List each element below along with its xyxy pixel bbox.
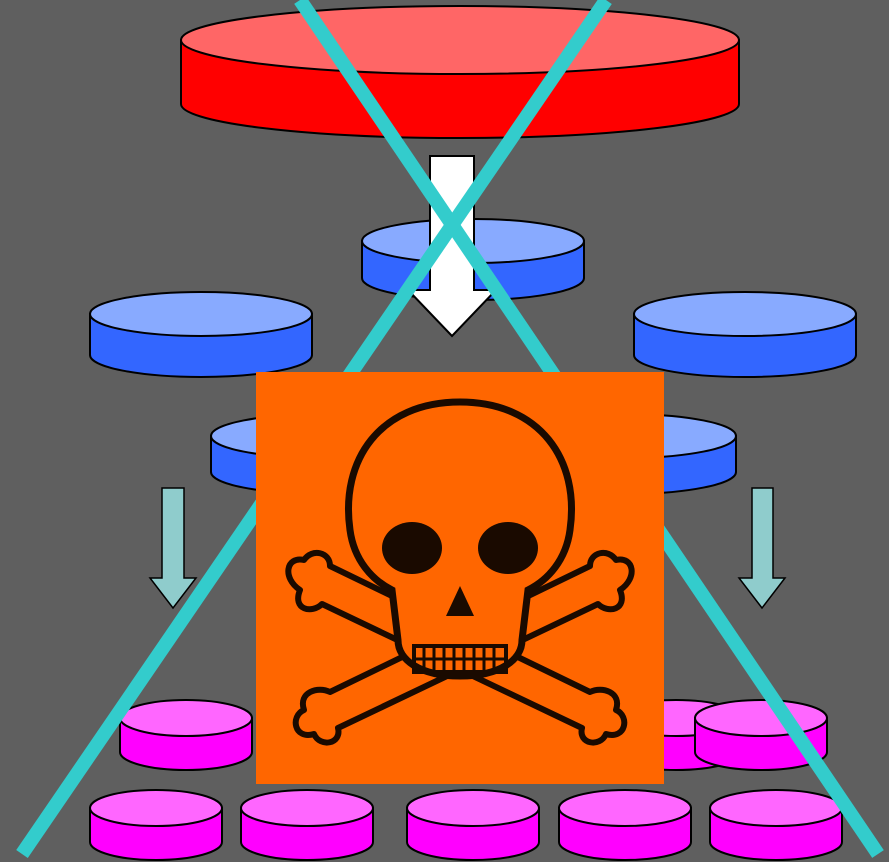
magenta-disk-r2-3 — [407, 790, 539, 860]
magenta-disk-r2-4 — [559, 790, 691, 860]
blue-disk-right — [634, 292, 856, 377]
magenta-disk-r2-1 — [90, 790, 222, 860]
magenta-disk-r2-2 — [241, 790, 373, 860]
blue-disk-left — [90, 292, 312, 377]
magenta-disk-r2-5 — [710, 790, 842, 860]
magenta-disk-r1-1 — [120, 700, 252, 770]
skull-and-crossbones-icon — [256, 372, 664, 784]
top-red-disk — [181, 6, 739, 138]
